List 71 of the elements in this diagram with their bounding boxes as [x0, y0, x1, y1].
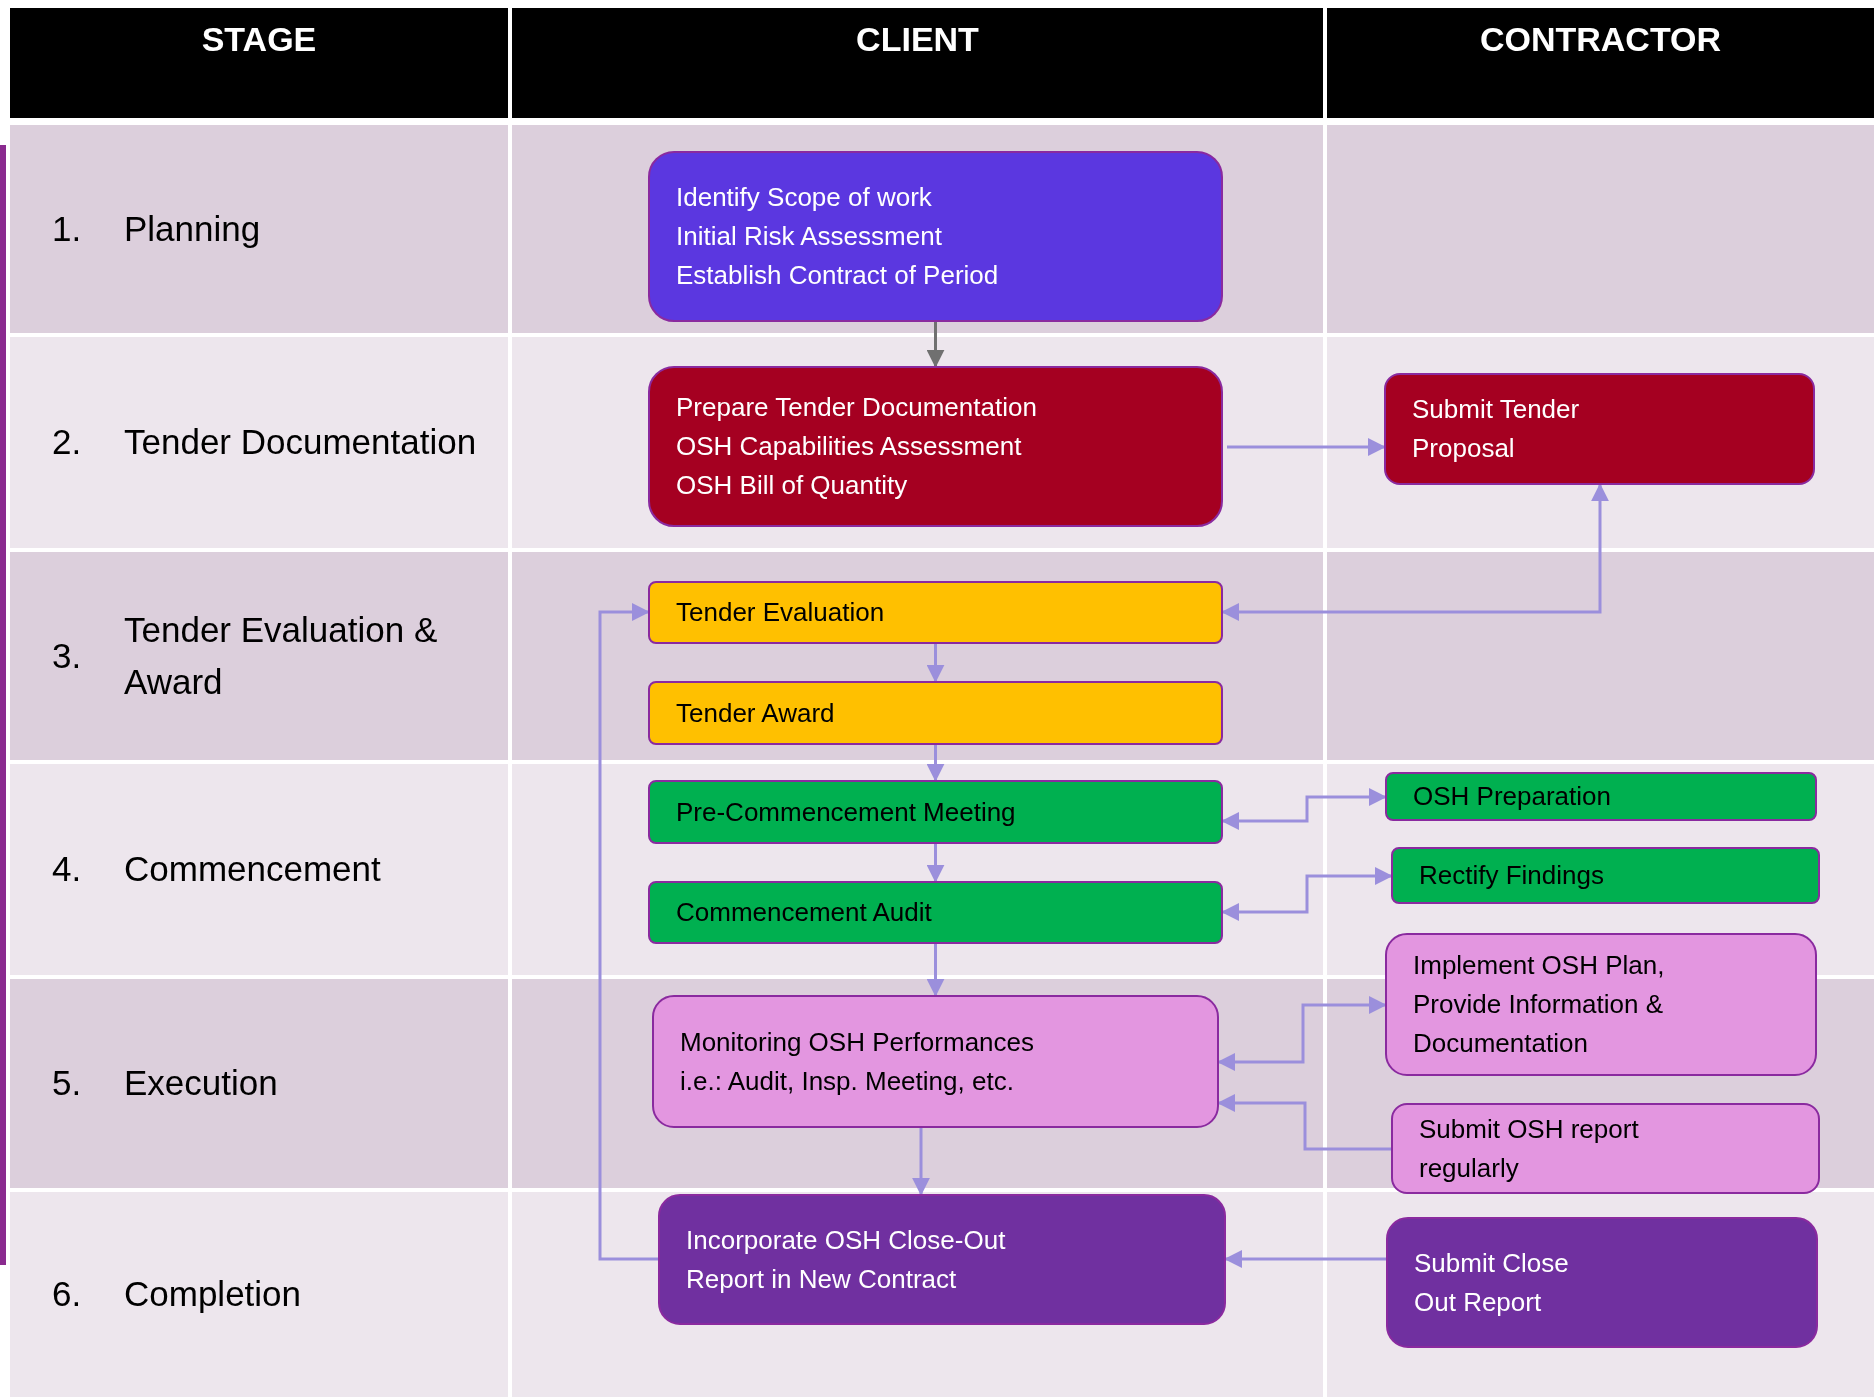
stage-name: Completion	[124, 1273, 303, 1316]
process-box	[1384, 373, 1815, 485]
process-box	[648, 681, 1223, 745]
stage-name: Tender Evaluation & Award	[124, 608, 439, 703]
stage-cell	[10, 125, 508, 333]
box-text: Monitoring OSH Performances	[680, 1025, 1036, 1059]
arrow	[926, 745, 945, 782]
arrow	[1227, 438, 1386, 456]
arrow	[912, 1128, 930, 1196]
process-box	[1385, 772, 1817, 821]
box-text: i.e.: Audit, Insp. Meeting, etc.	[680, 1064, 1015, 1098]
box-text: Tender Award	[676, 696, 836, 730]
stage-number: 3.	[52, 634, 83, 677]
box-text: Pre-Commencement Meeting	[676, 795, 1017, 829]
arrow	[1217, 1094, 1391, 1151]
stage-cell	[10, 337, 508, 548]
column-header: CLIENT	[856, 20, 979, 59]
box-text: Prepare Tender Documentation	[676, 391, 1038, 424]
process-box	[1386, 1217, 1818, 1348]
stage-number: 6.	[52, 1273, 83, 1316]
process-box	[648, 780, 1223, 844]
stage-cell	[10, 1192, 508, 1397]
arrow	[1221, 788, 1387, 830]
header-cell	[512, 8, 1323, 118]
box-text: OSH Bill of Quantity	[676, 469, 909, 502]
box-text: OSH Preparation	[1413, 780, 1612, 813]
process-box	[648, 581, 1223, 644]
stage-cell	[10, 552, 508, 760]
arrow	[598, 603, 658, 1261]
arrow	[926, 322, 945, 368]
box-text: Rectify Findings	[1419, 859, 1605, 892]
process-box	[648, 366, 1223, 527]
stage-name: Execution	[124, 1062, 279, 1105]
process-box	[1391, 847, 1820, 904]
header-cell	[10, 8, 508, 118]
arrow	[1221, 483, 1609, 621]
box-text: Establish Contract of Period	[676, 259, 1000, 292]
process-box	[1391, 1103, 1820, 1194]
column-header: STAGE	[201, 20, 317, 59]
process-box	[652, 995, 1219, 1128]
stage-name: Commencement	[124, 848, 382, 891]
process-box	[648, 151, 1223, 322]
stage-name: Planning	[124, 207, 262, 250]
column-header: CONTRACTOR	[1479, 20, 1722, 59]
arrow	[926, 844, 945, 883]
arrow	[1217, 996, 1387, 1071]
box-text: Initial Risk Assessment	[676, 220, 943, 253]
arrow	[926, 644, 945, 683]
process-box	[648, 881, 1223, 944]
box-text: Submit Tender Proposal	[1412, 393, 1581, 465]
box-text: Incorporate OSH Close-Out Report in New Contract	[686, 1223, 1007, 1296]
process-box	[1385, 933, 1817, 1076]
process-box	[658, 1194, 1226, 1325]
stage-number: 4.	[52, 848, 83, 891]
header-cell	[1327, 8, 1874, 118]
stage-number: 5.	[52, 1062, 83, 1105]
arrow	[926, 944, 945, 997]
box-text: Tender Evaluation	[676, 596, 886, 629]
box-text: Submit Close Out Report	[1414, 1246, 1570, 1319]
stage-number: 1.	[52, 207, 83, 250]
box-text: Submit OSH report regularly	[1419, 1112, 1640, 1185]
stage-cell	[10, 764, 508, 975]
arrow	[1224, 1250, 1386, 1268]
box-text: Identify Scope of work	[676, 181, 933, 214]
stage-cell	[10, 979, 508, 1188]
stage-number: 2.	[52, 421, 83, 464]
arrow	[1221, 867, 1393, 921]
box-text: Implement OSH Plan, Provide Information & Documentation	[1413, 949, 1666, 1060]
stage-name: Tender Documentation	[124, 421, 478, 464]
box-text: Commencement Audit	[676, 896, 933, 929]
box-text: OSH Capabilities Assessment	[676, 430, 1023, 463]
